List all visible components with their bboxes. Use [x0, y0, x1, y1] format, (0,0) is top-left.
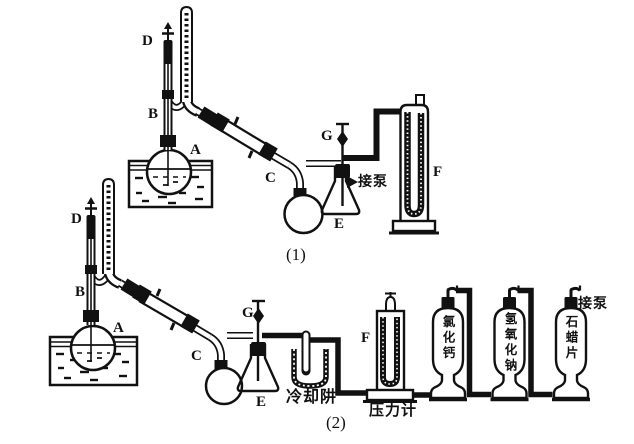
setup2-claisen-head: [83, 177, 122, 362]
setup1-caption: (1): [286, 245, 306, 264]
setup2-flask-a: [69, 324, 117, 372]
setup1-pump-nozzle: [347, 176, 358, 188]
setup1-label-b: B: [148, 106, 159, 122]
setup1-apparatus: [127, 5, 439, 235]
setup1-manometer-f: [389, 94, 439, 235]
setup2-manometer-f: [363, 292, 417, 403]
setup2-stopcock-g: [253, 308, 264, 324]
setup2-pump-nozzle: [569, 286, 582, 292]
setup2-stopcock-d: [87, 197, 95, 204]
setup2-pipe-trap-to-gauge: [309, 337, 366, 396]
setup2-label-d: D: [71, 211, 82, 227]
setup1-pipe-to-manometer: [343, 108, 400, 161]
setup1-label-c: C: [265, 170, 276, 186]
setup2-condenser: [117, 278, 213, 341]
setup2-receiving-flask-c: [204, 333, 244, 406]
setup1-erlenmeyer-e: [320, 122, 361, 216]
setup2-erlenmeyer-e: [236, 299, 280, 393]
setup2-label-g: G: [242, 305, 254, 321]
setup1-label-d: D: [142, 33, 153, 49]
setup2-label-c: C: [191, 348, 202, 364]
tower2-content-label: 氢氧化钠: [502, 312, 518, 374]
setup1-pump-label: 接泵: [358, 174, 388, 190]
setup1-stopcock-g: [337, 131, 348, 147]
drying-tower-3: [552, 285, 590, 402]
setup2-cold-trap: [291, 330, 366, 396]
setup1-claisen-head: [160, 5, 200, 186]
setup2-label-e: E: [256, 394, 267, 410]
setup1-label-f: F: [433, 164, 443, 180]
setup2-caption: (2): [326, 413, 346, 432]
setup2-trap-label: 冷却阱: [286, 387, 338, 406]
setup2-pump-label: 接泵: [578, 296, 608, 312]
setup1-label-e: E: [334, 216, 345, 232]
setup2-label-a: A: [113, 320, 124, 336]
setup2-label-f: F: [361, 330, 371, 346]
setup2-gauge-label: 压力计: [369, 401, 418, 419]
setup2-apparatus: [48, 177, 590, 406]
setup1-receiving-flask-c: [283, 161, 324, 235]
tower1-content-label: 氯化钙: [440, 315, 456, 362]
setup1-label-a: A: [190, 142, 201, 158]
tower3-content-label: 石蜡片: [563, 315, 579, 362]
setup2-label-b: B: [75, 284, 86, 300]
setup1-stopcock-d: [164, 22, 172, 29]
pipe-tower1-to-tower2: [456, 287, 491, 398]
setup1-condenser: [194, 106, 292, 169]
pipe-tower2-to-tower3: [517, 287, 553, 398]
setup1-label-g: G: [321, 128, 333, 144]
setup1-flask-a: [145, 148, 193, 196]
